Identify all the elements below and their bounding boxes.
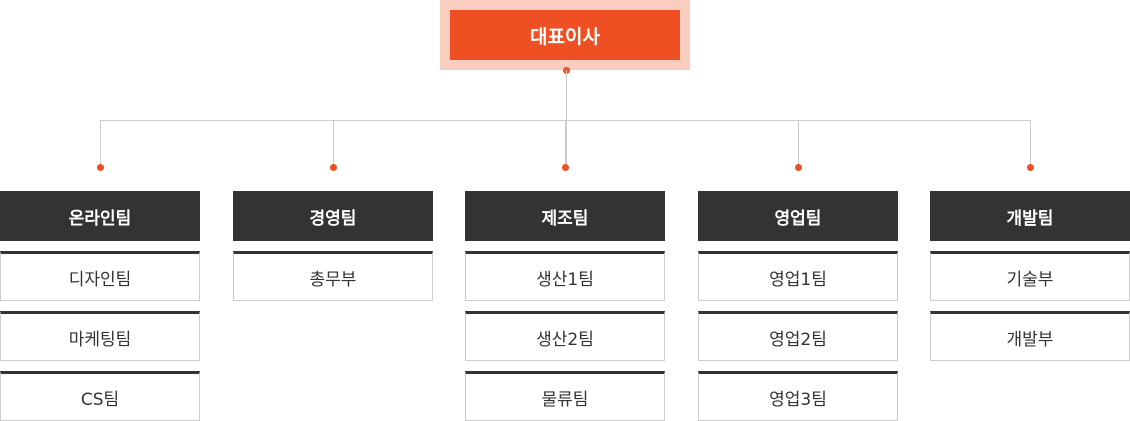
team-header: 온라인팀 [0, 191, 200, 241]
connector-line [100, 120, 101, 167]
connector-dot [562, 164, 569, 171]
sub-team-box: 총무부 [233, 251, 433, 301]
team-header: 제조팀 [465, 191, 665, 241]
connector-dot [795, 164, 802, 171]
connector-line [566, 70, 567, 167]
sub-team-box: 영업2팀 [698, 311, 898, 361]
sub-team-box: 물류팀 [465, 371, 665, 421]
team-header: 개발팀 [930, 191, 1130, 241]
connector-dot [330, 164, 337, 171]
ceo-node: 대표이사 [440, 0, 690, 70]
team-header: 영업팀 [698, 191, 898, 241]
connector-line [798, 120, 799, 167]
sub-team-box: 생산2팀 [465, 311, 665, 361]
ceo-label: 대표이사 [450, 10, 680, 60]
sub-team-box: 개발부 [930, 311, 1130, 361]
sub-team-box: CS팀 [0, 371, 200, 421]
sub-team-box: 디자인팀 [0, 251, 200, 301]
sub-team-box: 기술부 [930, 251, 1130, 301]
sub-team-box: 영업3팀 [698, 371, 898, 421]
sub-team-box: 영업1팀 [698, 251, 898, 301]
sub-team-box: 마케팅팀 [0, 311, 200, 361]
connector-line [333, 120, 334, 167]
connector-dot [1027, 164, 1034, 171]
team-header: 경영팀 [233, 191, 433, 241]
connector-dot [97, 164, 104, 171]
connector-line [1030, 120, 1031, 167]
sub-team-box: 생산1팀 [465, 251, 665, 301]
connector-line [565, 120, 566, 167]
